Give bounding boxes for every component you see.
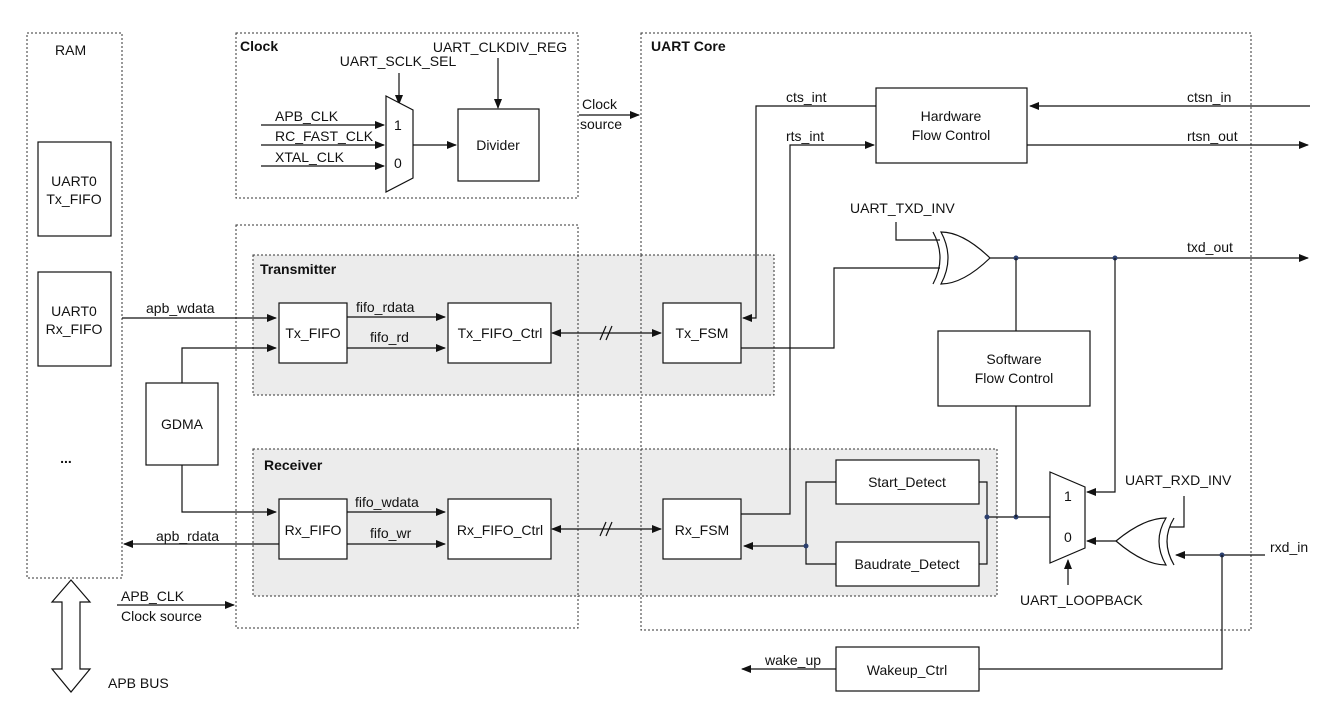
- ram-ellipsis: ...: [60, 450, 72, 466]
- txd-out-label: txd_out: [1187, 239, 1233, 255]
- clock-mux-in0: 0: [394, 155, 402, 171]
- xtal-clk-label: XTAL_CLK: [275, 149, 345, 165]
- tx-fsm-label: Tx_FSM: [676, 325, 729, 341]
- apb-clk-bottom-label: APB_CLK: [121, 588, 185, 604]
- apb-bus-label: APB BUS: [108, 675, 169, 691]
- tx-fsm-block: [662, 302, 742, 364]
- rx-fsm-block: [662, 498, 742, 560]
- ram-label: RAM: [55, 42, 86, 58]
- rx-fifo-block: [278, 498, 348, 560]
- apb-interface-group: [235, 224, 579, 629]
- tx-fifo-ctrl-label: Tx_FIFO_Ctrl: [458, 325, 543, 341]
- tx-fifo-block: [278, 302, 348, 364]
- uart-core-group: [640, 32, 1252, 631]
- apb-rdata-label: apb_rdata: [156, 528, 219, 544]
- clock-label: Clock: [240, 38, 278, 54]
- start-detect-label: Start_Detect: [868, 474, 946, 490]
- apb-wdata-label: apb_wdata: [146, 300, 215, 316]
- tx-fifo-label: Tx_FIFO: [285, 325, 340, 341]
- apb-clk-input-label: APB_CLK: [275, 108, 339, 124]
- rts-int-label: rts_int: [786, 128, 824, 144]
- uart-clkdiv-reg-label: UART_CLKDIV_REG: [433, 39, 567, 55]
- transmitter-label: Transmitter: [260, 261, 337, 277]
- gdma-block: [145, 382, 219, 466]
- uart-core-label: UART Core: [651, 38, 726, 54]
- fifo-wdata-label: fifo_wdata: [355, 494, 419, 510]
- rx-fsm-label: Rx_FSM: [675, 522, 729, 538]
- divider-block: [457, 108, 540, 182]
- divider-label: Divider: [476, 137, 520, 153]
- gdma-label: GDMA: [161, 416, 204, 432]
- fifo-wr-label: fifo_wr: [370, 525, 412, 541]
- uart0-rx-fifo-label-2: Rx_FIFO: [46, 321, 103, 337]
- uart-sclk-sel-label: UART_SCLK_SEL: [340, 53, 457, 69]
- ctsn-in-label: ctsn_in: [1187, 89, 1231, 105]
- tx-fifo-ctrl-block: [447, 302, 552, 364]
- clock-mux: [385, 95, 414, 193]
- uart-txd-inv-label: UART_TXD_INV: [850, 200, 955, 216]
- baudrate-detect-label: Baudrate_Detect: [854, 556, 959, 572]
- fifo-rd-label: fifo_rd: [370, 329, 409, 345]
- hardware-flow-control-block: [875, 87, 1028, 164]
- uart-loopback-label: UART_LOOPBACK: [1020, 592, 1143, 608]
- rx-fifo-ctrl-block: [447, 498, 552, 560]
- clock-source-bottom-label: Clock source: [121, 608, 202, 624]
- rc-fast-clk-label: RC_FAST_CLK: [275, 128, 374, 144]
- sw-flow-label-1: Software: [986, 351, 1041, 367]
- clock-mux-in1: 1: [394, 117, 402, 133]
- clock-source-label-2: source: [580, 116, 622, 132]
- uart0-rx-fifo-block: [37, 271, 112, 367]
- uart-rxd-inv-label: UART_RXD_INV: [1125, 472, 1232, 488]
- uart0-rx-fifo-label-1: UART0: [51, 303, 97, 319]
- apb-bus-arrow: [50, 579, 92, 693]
- hw-flow-label-2: Flow Control: [912, 127, 991, 143]
- sw-flow-label-2: Flow Control: [975, 370, 1054, 386]
- rtsn-out-label: rtsn_out: [1187, 128, 1238, 144]
- fifo-rdata-label: fifo_rdata: [356, 299, 415, 315]
- uart0-tx-fifo-label-1: UART0: [51, 173, 97, 189]
- cts-int-label: cts_int: [786, 89, 827, 105]
- rxd-xor-gate: [1115, 517, 1168, 566]
- uart0-tx-fifo-block: [37, 141, 112, 237]
- hw-flow-label-1: Hardware: [921, 108, 982, 124]
- clock-group: [235, 32, 579, 199]
- rx-fifo-label: Rx_FIFO: [285, 522, 342, 538]
- loopback-mux-in1: 1: [1064, 488, 1072, 504]
- rx-fifo-ctrl-label: Rx_FIFO_Ctrl: [457, 522, 543, 538]
- loopback-mux: [1049, 471, 1086, 564]
- software-flow-control-block: [937, 330, 1091, 407]
- clock-source-label-1: Clock: [582, 96, 618, 112]
- wake-up-label: wake_up: [764, 652, 821, 668]
- loopback-mux-in0: 0: [1064, 529, 1072, 545]
- receiver-label: Receiver: [264, 457, 323, 473]
- txd-xor-gate: [939, 231, 991, 285]
- uart0-tx-fifo-label-2: Tx_FIFO: [46, 191, 101, 207]
- wakeup-ctrl-label: Wakeup_Ctrl: [867, 662, 947, 678]
- rxd-in-label: rxd_in: [1270, 539, 1308, 555]
